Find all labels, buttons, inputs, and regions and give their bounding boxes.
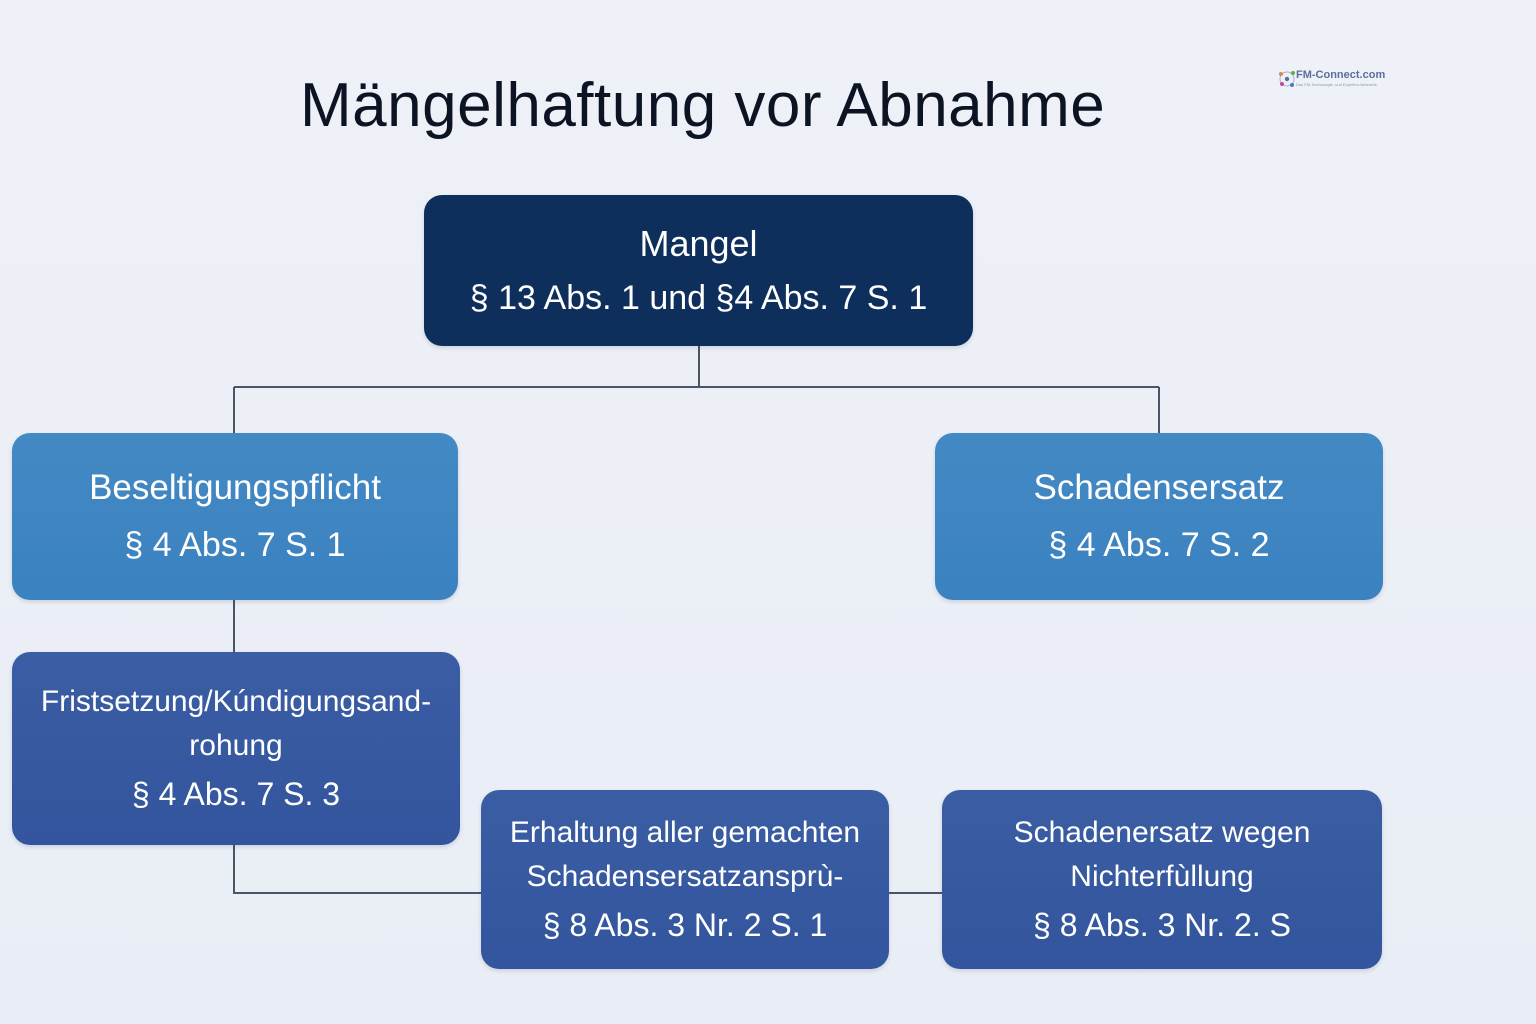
node-fristsetzung-ref: § 4 Abs. 7 S. 3	[131, 775, 341, 812]
node-nichterfuellung-label-line2: Nichterfùllung	[1070, 859, 1254, 893]
node-mangel: Mangel § 13 Abs. 1 und §4 Abs. 7 S. 1	[424, 195, 973, 346]
fm-connect-logo: FM-Connect.com Das FM-Technologie- und E…	[1276, 64, 1385, 94]
node-mangel-ref: § 13 Abs. 1 und §4 Abs. 7 S. 1	[469, 279, 928, 317]
node-nichterfuellung-label-line1: Schadenersatz wegen	[1013, 815, 1311, 849]
node-nichterfuellung: Schadenersatz wegen Nichterfùllung § 8 A…	[942, 790, 1382, 969]
node-fristsetzung-label-line2: rohung	[189, 728, 283, 762]
node-beseitigungspflicht: Beseltigungspflicht § 4 Abs. 7 S. 1	[12, 433, 458, 600]
node-schadensersatz: Schadensersatz § 4 Abs. 7 S. 2	[935, 433, 1383, 600]
node-erhaltung-label-line1: Erhaltung aller gemachten	[509, 815, 861, 849]
node-erhaltung: Erhaltung aller gemachten Schadensersatz…	[481, 790, 889, 969]
node-fristsetzung-label-line1: Fristsetzung/Kúndigungsand-	[40, 684, 432, 718]
connector-frist-to-erhaltung	[233, 845, 481, 894]
node-nichterfuellung-ref: § 8 Abs. 3 Nr. 2. S	[1033, 906, 1291, 943]
node-fristsetzung: Fristsetzung/Kúndigungsand- rohung § 4 A…	[12, 652, 460, 845]
node-schadensersatz-ref: § 4 Abs. 7 S. 2	[1048, 526, 1270, 564]
diagram-title: Mängelhaftung vor Abnahme	[300, 71, 1106, 140]
node-beseitigungspflicht-ref: § 4 Abs. 7 S. 1	[124, 526, 346, 564]
node-beseitigungspflicht-label: Beseltigungspflicht	[89, 468, 381, 507]
node-erhaltung-label-line2: Schadensersatzansprù-	[526, 859, 844, 893]
node-schadensersatz-label: Schadensersatz	[1033, 468, 1285, 507]
node-mangel-label: Mangel	[639, 223, 758, 264]
logo-wordmark: FM-Connect.com	[1296, 69, 1386, 81]
node-erhaltung-ref: § 8 Abs. 3 Nr. 2 S. 1	[542, 906, 828, 943]
network-logo-icon	[1279, 71, 1295, 87]
logo-tagline: Das FM-Technologie- und Experten-Netzwer…	[1296, 82, 1377, 87]
